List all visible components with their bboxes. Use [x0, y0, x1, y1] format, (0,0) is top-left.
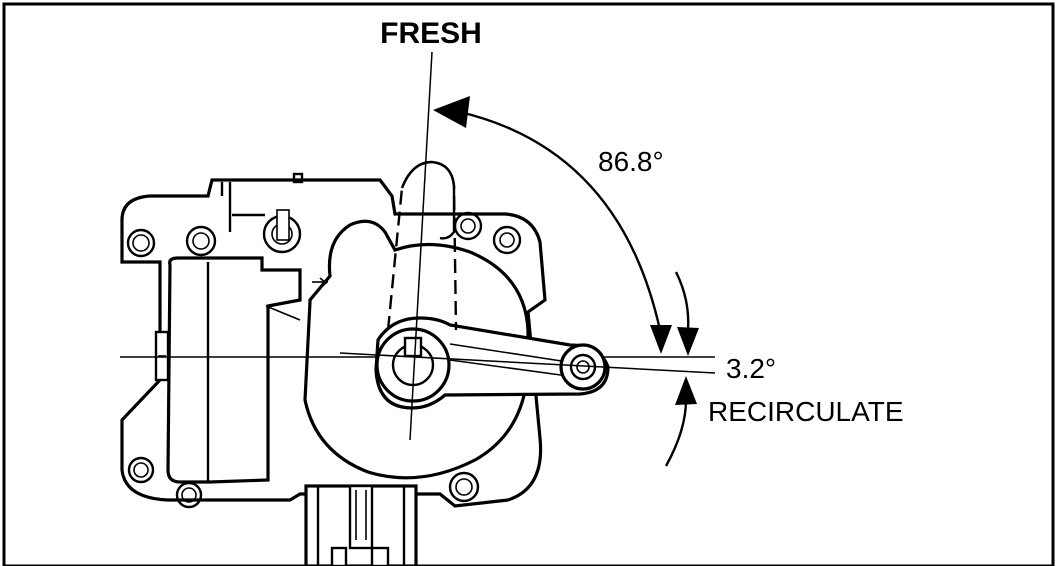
actuator-lever	[374, 316, 610, 410]
electrical-connector	[304, 484, 418, 566]
label-recirculate: RECIRCULATE	[708, 396, 904, 427]
recirculate-axis-line	[339, 352, 716, 374]
mounting-hole-top-left-2	[185, 225, 217, 257]
motor-block	[154, 256, 302, 484]
arrowhead-86-8-end	[650, 325, 672, 354]
label-angle-86-8: 86.8°	[598, 146, 664, 177]
label-angle-3-2: 3.2°	[726, 353, 776, 384]
mounting-hole-top-mid	[262, 209, 302, 254]
angle-arc-86-8	[433, 96, 672, 354]
arrowhead-fresh	[433, 96, 470, 128]
mounting-hole-bottom-right	[448, 471, 480, 503]
arrowhead-3-2-top	[677, 327, 699, 356]
label-fresh: FRESH	[380, 17, 482, 50]
angle-arrows-3-2	[664, 271, 699, 467]
fresh-axis-line	[409, 51, 433, 441]
mounting-hole-right	[492, 225, 522, 255]
lever-fresh-position	[386, 160, 458, 331]
mounting-hole-bottom-left	[127, 456, 155, 484]
arrowhead-3-2-bottom	[675, 376, 697, 405]
mounting-hole-top-left	[126, 228, 156, 258]
